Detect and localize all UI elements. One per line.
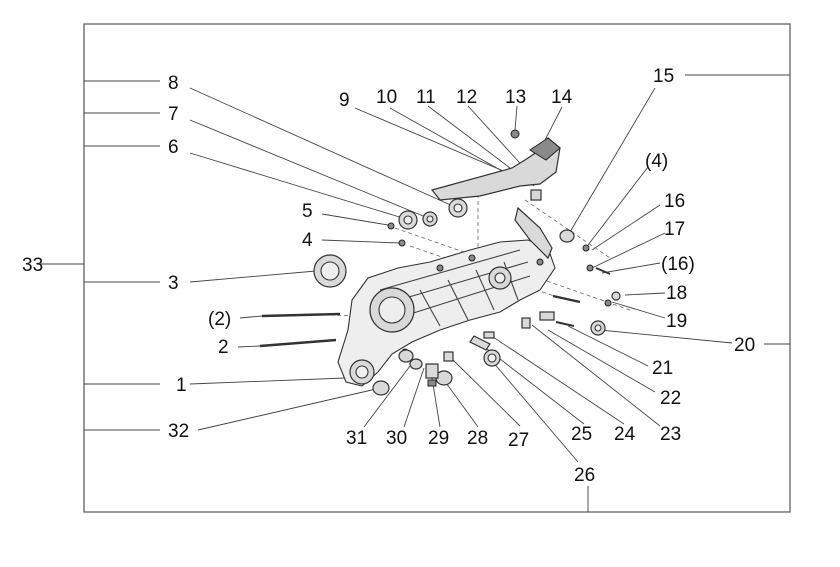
callout-2: 2 (218, 337, 229, 358)
callout-22: 22 (660, 388, 681, 409)
callout-1: 1 (176, 375, 187, 396)
callout-16-paren: (16) (661, 254, 695, 275)
callout-4: 4 (302, 230, 313, 251)
callout-7: 7 (168, 104, 179, 125)
leader-lines (40, 74, 790, 512)
callout-30: 30 (386, 428, 407, 449)
callout-labels: 33 8 7 6 5 4 3 (2) 2 1 32 9 10 11 12 13 … (22, 66, 755, 486)
callout-29: 29 (428, 428, 449, 449)
callout-6: 6 (168, 137, 179, 158)
callout-19: 19 (666, 311, 687, 332)
callout-18: 18 (666, 283, 687, 304)
callout-15: 15 (653, 66, 674, 87)
callout-9: 9 (339, 90, 350, 111)
callout-13: 13 (505, 87, 526, 108)
callout-25: 25 (571, 424, 592, 445)
callout-27: 27 (508, 430, 529, 451)
callout-28: 28 (467, 428, 488, 449)
callout-12: 12 (456, 87, 477, 108)
callout-3: 3 (168, 273, 179, 294)
crankcase-drawing (259, 129, 621, 396)
callout-17: 17 (664, 219, 685, 240)
callout-20: 20 (734, 335, 755, 356)
callout-33: 33 (22, 255, 43, 276)
callout-4-paren: (4) (645, 151, 668, 172)
callout-14: 14 (551, 87, 573, 108)
callout-32: 32 (168, 421, 189, 442)
callout-10: 10 (376, 87, 397, 108)
callout-11: 11 (416, 87, 436, 108)
callout-8: 8 (168, 73, 179, 94)
callout-2-paren: (2) (208, 309, 231, 330)
callout-16: 16 (664, 191, 685, 212)
callout-24: 24 (614, 424, 636, 445)
callout-31: 31 (346, 428, 367, 449)
callout-23: 23 (660, 424, 681, 445)
callout-26: 26 (574, 465, 595, 486)
callout-5: 5 (302, 201, 313, 222)
diagram-frame (83, 23, 791, 513)
callout-21: 21 (652, 358, 673, 379)
